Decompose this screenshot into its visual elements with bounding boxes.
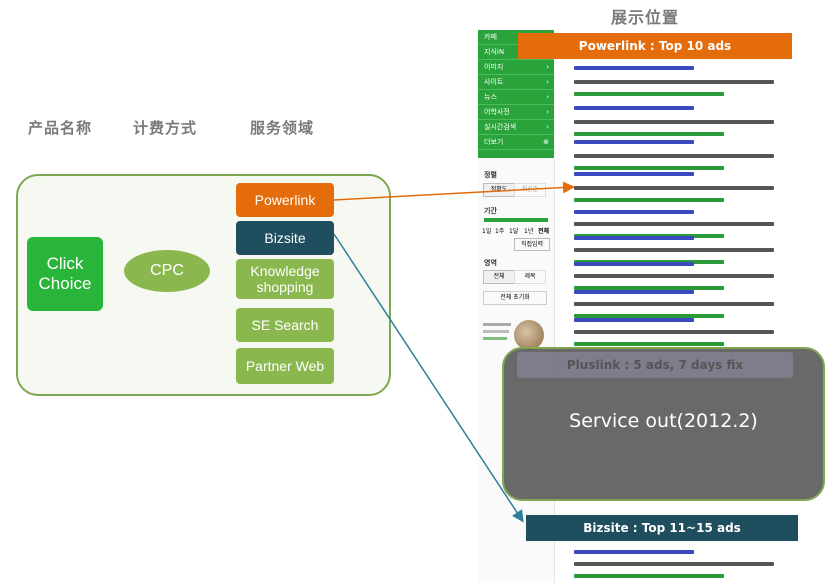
service-partner-web: Partner Web — [236, 348, 334, 384]
sort-latest[interactable]: 최신순 — [514, 183, 546, 197]
area-title[interactable]: 제목 — [514, 270, 546, 284]
service-area-header: 服务领域 — [250, 119, 315, 137]
reset-filters-button[interactable]: 전체 초기화 — [483, 291, 547, 305]
period-1m[interactable]: 1달 — [509, 228, 519, 235]
period-custom-button[interactable]: 직접입력 — [514, 238, 550, 251]
site-nav-item[interactable]: 실시간검색› — [478, 120, 554, 135]
ad-text-line — [574, 286, 724, 290]
sidebar-ad-text — [483, 323, 511, 326]
area-label: 영역 — [484, 259, 497, 267]
site-nav-item[interactable]: 어학사전› — [478, 105, 554, 120]
service-se-search: SE Search — [236, 308, 334, 342]
billing-ellipse: CPC — [124, 250, 210, 292]
period-1d[interactable]: 1일 — [482, 228, 492, 235]
sort-accuracy[interactable]: 정확도 — [483, 183, 515, 197]
ad-text-line — [574, 574, 724, 578]
ad-text-line — [574, 166, 724, 170]
sort-label: 정렬 — [484, 171, 497, 179]
ad-text-line — [574, 314, 724, 318]
ad-text-line — [574, 120, 774, 124]
ad-text-line — [574, 106, 694, 110]
ad-text-line — [574, 550, 694, 554]
ad-text-line — [574, 562, 774, 566]
area-all[interactable]: 전체 — [483, 270, 515, 284]
ad-text-line — [574, 140, 694, 144]
period-label: 기간 — [484, 207, 497, 215]
site-nav-item[interactable]: 뉴스› — [478, 90, 554, 105]
site-nav: 카페 지식iN› 이미지› 사이트› 뉴스› 어학사전› 실시간검색› 더보기⊕ — [478, 30, 554, 158]
product-name-header: 产品名称 — [28, 119, 93, 137]
period-1w[interactable]: 1주 — [495, 228, 505, 235]
ad-text-line — [574, 342, 724, 346]
product-box: Click Choice — [27, 237, 103, 311]
period-slider[interactable] — [484, 218, 548, 222]
display-position-header: 展示位置 — [611, 8, 680, 27]
service-knowledge-shopping: Knowledge shopping — [236, 259, 334, 299]
ad-text-line — [574, 80, 774, 84]
ad-text-line — [574, 274, 774, 278]
service-out-label: Service out(2012.2) — [569, 410, 758, 432]
powerlink-banner: Powerlink : Top 10 ads — [518, 33, 792, 59]
ad-text-line — [574, 262, 694, 266]
site-nav-item[interactable]: 더보기⊕ — [478, 135, 554, 150]
site-nav-item[interactable]: 이미지› — [478, 60, 554, 75]
period-1y[interactable]: 1년 — [524, 228, 534, 235]
sidebar-ad-text — [483, 337, 507, 340]
pluslink-banner: Pluslink : 5 ads, 7 days fix — [517, 352, 793, 378]
ad-text-line — [574, 248, 774, 252]
ad-text-line — [574, 210, 694, 214]
site-nav-item[interactable]: 사이트› — [478, 75, 554, 90]
ad-text-line — [574, 92, 724, 96]
bizsite-banner: Bizsite : Top 11~15 ads — [526, 515, 798, 541]
ad-text-line — [574, 66, 694, 70]
ad-text-line — [574, 318, 694, 322]
service-bizsite: Bizsite — [236, 221, 334, 255]
ad-text-line — [574, 222, 774, 226]
billing-method-header: 计费方式 — [133, 119, 198, 137]
ad-text-line — [574, 302, 774, 306]
period-all[interactable]: 전체 — [538, 228, 550, 235]
ad-text-line — [574, 132, 724, 136]
sidebar-ad-text — [483, 330, 509, 333]
ad-text-line — [574, 186, 774, 190]
ad-text-line — [574, 290, 694, 294]
service-powerlink: Powerlink — [236, 183, 334, 217]
sidebar-ad-image — [514, 320, 544, 350]
ad-text-line — [574, 154, 774, 158]
site-nav-item[interactable]: 카페 — [478, 30, 554, 45]
ad-text-line — [574, 236, 694, 240]
ad-text-line — [574, 172, 694, 176]
ad-text-line — [574, 198, 724, 202]
ad-text-line — [574, 330, 774, 334]
